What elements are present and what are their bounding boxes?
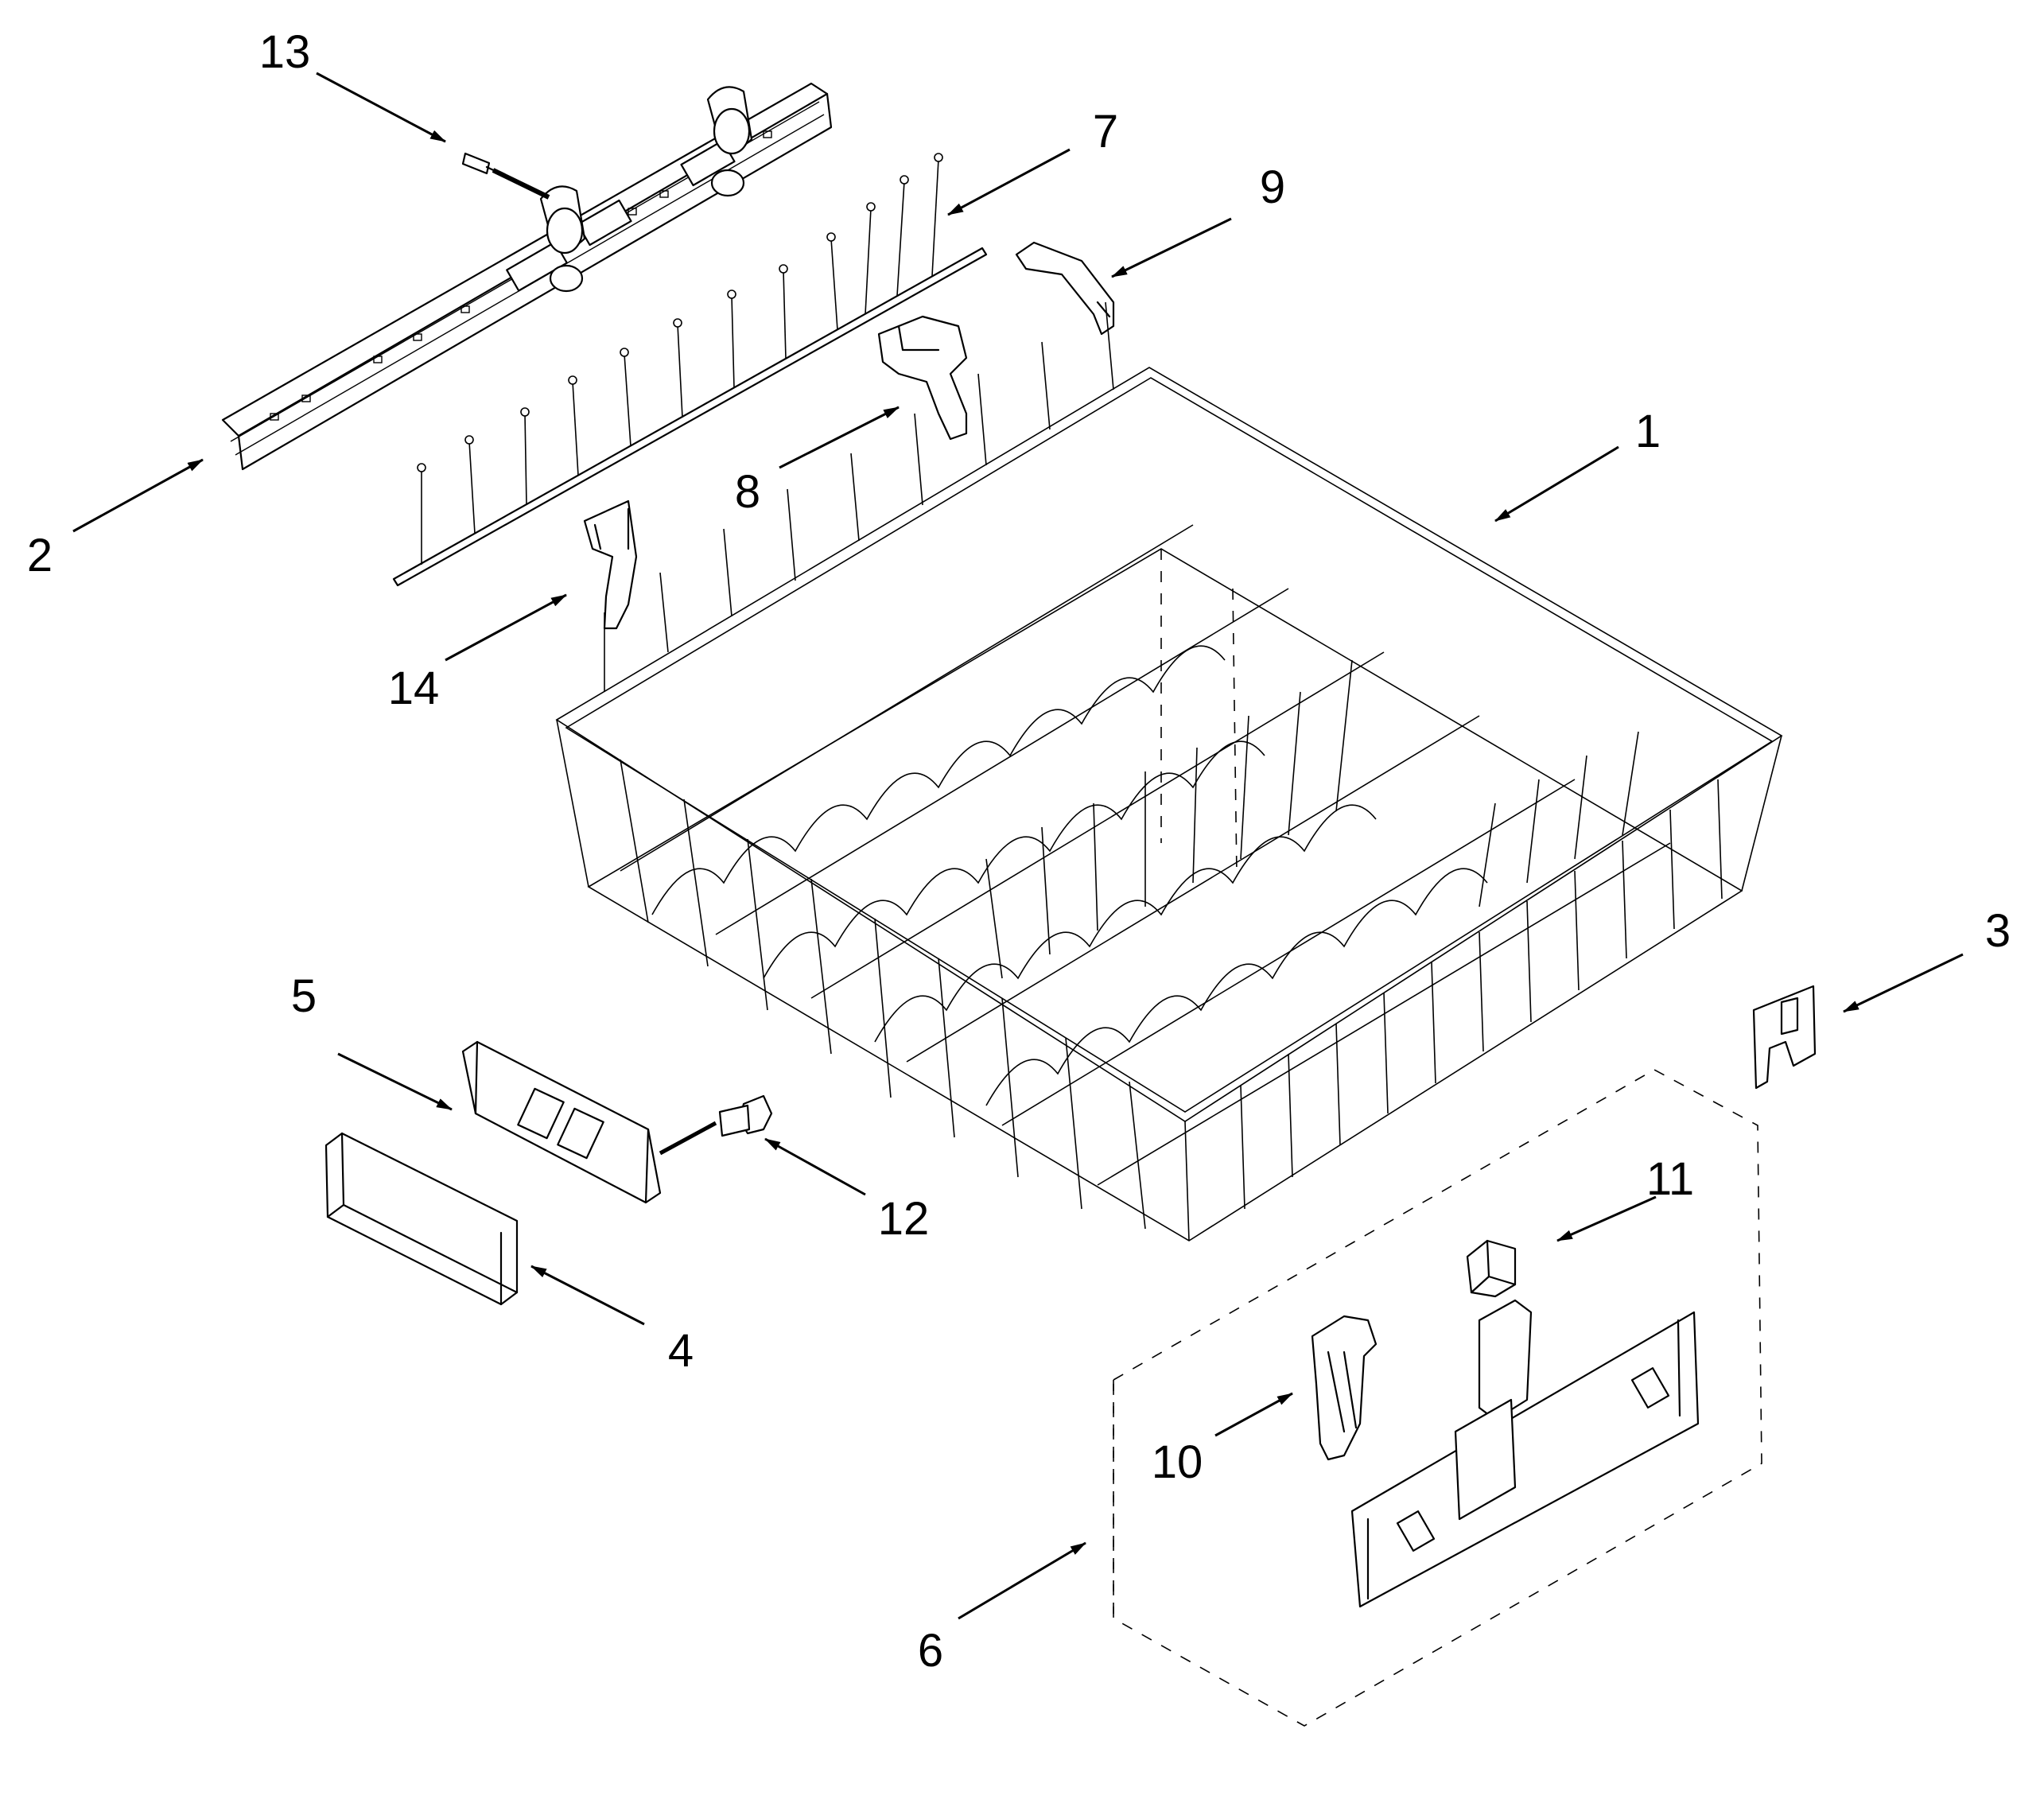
arrow-14 bbox=[445, 593, 567, 662]
part-10-latch bbox=[1311, 1315, 1378, 1461]
arrow-2 bbox=[72, 458, 204, 533]
callout-8: 8 bbox=[735, 466, 760, 518]
adjuster-base bbox=[1350, 1299, 1700, 1608]
callout-3: 3 bbox=[1985, 905, 2011, 957]
part-2-slide-rail bbox=[221, 82, 833, 471]
callout-12: 12 bbox=[878, 1193, 930, 1245]
callout-9: 9 bbox=[1260, 161, 1285, 213]
part-7-tine-row bbox=[392, 153, 988, 587]
part-6-adjuster-assembly bbox=[1113, 1069, 1762, 1727]
callout-10: 10 bbox=[1152, 1436, 1203, 1488]
callout-labels: 1 2 3 4 5 6 7 8 9 10 11 12 13 14 bbox=[27, 26, 2011, 1677]
arrow-4 bbox=[530, 1265, 645, 1326]
arrow-9 bbox=[1111, 217, 1232, 278]
arrow-6 bbox=[958, 1541, 1086, 1620]
part-9-clip bbox=[1015, 241, 1115, 336]
part-5-adjuster-housing bbox=[461, 1040, 662, 1204]
part-13-screw bbox=[461, 152, 550, 200]
arrow-5 bbox=[337, 1052, 453, 1111]
arrow-3 bbox=[1843, 953, 1964, 1013]
callout-14: 14 bbox=[388, 663, 440, 714]
rail-roller-front bbox=[539, 185, 586, 293]
callout-11: 11 bbox=[1646, 1153, 1694, 1205]
arrow-11 bbox=[1556, 1195, 1657, 1242]
callout-5: 5 bbox=[291, 970, 317, 1022]
arrow-13 bbox=[316, 72, 446, 143]
callout-6: 6 bbox=[918, 1625, 943, 1677]
callout-arrows bbox=[72, 72, 1964, 1620]
arrow-8 bbox=[779, 406, 900, 469]
arrow-12 bbox=[764, 1137, 866, 1196]
callout-2: 2 bbox=[27, 530, 52, 581]
rail-roller-rear bbox=[706, 86, 753, 197]
arrow-7 bbox=[947, 148, 1071, 216]
part-8-clip bbox=[877, 315, 968, 441]
part-14-clip bbox=[583, 499, 638, 630]
arrow-1 bbox=[1494, 445, 1619, 523]
part-12-screw bbox=[659, 1094, 773, 1156]
arrow-10 bbox=[1214, 1392, 1293, 1437]
part-4-cover bbox=[324, 1132, 519, 1306]
callout-13: 13 bbox=[259, 26, 311, 78]
callout-7: 7 bbox=[1093, 106, 1118, 157]
callout-4: 4 bbox=[668, 1325, 694, 1377]
part-1-upper-rack bbox=[555, 301, 1783, 1242]
part-3-side-clip bbox=[1752, 985, 1817, 1090]
callout-1: 1 bbox=[1635, 406, 1661, 457]
part-11-button bbox=[1466, 1239, 1517, 1298]
